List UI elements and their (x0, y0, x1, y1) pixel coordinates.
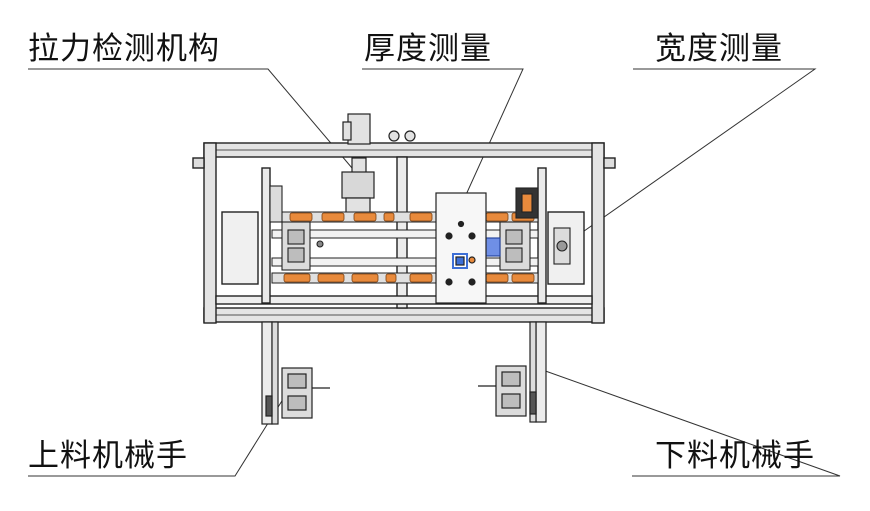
left-cover (221, 211, 259, 285)
right-inner-post (537, 167, 547, 304)
left-gripper (269, 185, 324, 271)
guide-rails (271, 229, 539, 267)
unloading-manipulator (478, 321, 547, 423)
leader-unloading (536, 367, 841, 477)
label-unloading: 下料机械手 (655, 438, 815, 474)
left-bolt (192, 157, 205, 169)
leader-tensile (28, 68, 353, 169)
upper-conveyor (271, 211, 539, 223)
left-inner-post (261, 167, 271, 304)
main-frame (192, 142, 616, 324)
right-bolt (603, 157, 616, 169)
right-gripper (483, 187, 571, 271)
leader-thickness (362, 68, 524, 209)
label-loading: 上料机械手 (28, 438, 188, 474)
lower-conveyor (271, 272, 539, 284)
thickness-plate (435, 192, 487, 304)
loading-manipulator (261, 321, 330, 425)
leader-width (556, 68, 817, 251)
label-width: 宽度测量 (655, 31, 783, 67)
tensile-mechanism (341, 113, 416, 215)
lower-rail (215, 295, 593, 305)
left-post (203, 142, 217, 324)
right-post (591, 142, 605, 324)
label-tensile: 拉力检测机构 (28, 31, 220, 67)
label-thickness: 厚度测量 (364, 31, 492, 67)
